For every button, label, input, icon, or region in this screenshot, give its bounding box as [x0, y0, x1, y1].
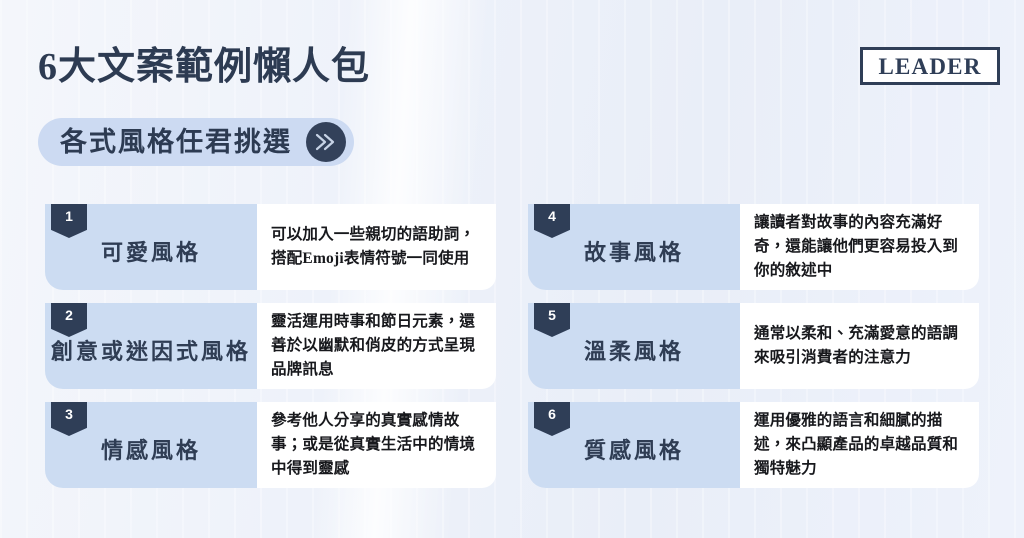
style-card: 1 可愛風格 可以加入一些親切的語助詞，搭配Emoji表情符號一同使用	[45, 204, 496, 290]
style-card-description: 可以加入一些親切的語助詞，搭配Emoji表情符號一同使用	[271, 226, 476, 267]
style-card-number-badge: 1	[51, 204, 87, 238]
style-card-title: 可愛風格	[100, 240, 201, 265]
style-card-title: 故事風格	[583, 240, 684, 265]
style-card-description-panel: 靈活運用時事和節日元素，還善於以幽默和俏皮的方式呈現品牌訊息	[257, 303, 496, 389]
style-card-description: 通常以柔和、充滿愛意的語調來吸引消費者的注意力	[754, 325, 959, 366]
brand-logo-text: LEADER	[878, 53, 982, 79]
style-card-label: 4 故事風格	[528, 204, 740, 290]
style-card-description-panel: 可以加入一些親切的語助詞，搭配Emoji表情符號一同使用	[257, 204, 496, 290]
style-card-title: 創意或迷因式風格	[50, 339, 251, 364]
style-card: 6 質感風格 運用優雅的語言和細膩的描述，來凸顯產品的卓越品質和獨特魅力	[528, 402, 979, 488]
brand-logo: LEADER	[860, 47, 1000, 85]
style-card-label: 5 溫柔風格	[528, 303, 740, 389]
style-card-number-badge: 2	[51, 303, 87, 337]
style-card-title: 質感風格	[583, 438, 684, 463]
page-title: 6大文案範例懶人包	[38, 46, 371, 88]
style-card-description: 讓讀者對故事的內容充滿好奇，還能讓他們更容易投入到你的敘述中	[754, 214, 959, 279]
style-card: 4 故事風格 讓讀者對故事的內容充滿好奇，還能讓他們更容易投入到你的敘述中	[528, 204, 979, 290]
style-card-description-panel: 通常以柔和、充滿愛意的語調來吸引消費者的注意力	[740, 303, 979, 389]
style-card-number-badge: 6	[534, 402, 570, 436]
style-card-description: 運用優雅的語言和細膩的描述，來凸顯產品的卓越品質和獨特魅力	[754, 412, 959, 477]
double-chevron-right-icon	[306, 122, 346, 162]
style-card: 2 創意或迷因式風格 靈活運用時事和節日元素，還善於以幽默和俏皮的方式呈現品牌訊…	[45, 303, 496, 389]
style-card-number-badge: 5	[534, 303, 570, 337]
style-card-number-badge: 4	[534, 204, 570, 238]
style-card-label: 1 可愛風格	[45, 204, 257, 290]
style-card-label: 6 質感風格	[528, 402, 740, 488]
style-card: 5 溫柔風格 通常以柔和、充滿愛意的語調來吸引消費者的注意力	[528, 303, 979, 389]
style-card-title: 溫柔風格	[583, 339, 684, 364]
subtitle-text: 各式風格任君挑選	[60, 126, 292, 157]
style-card-title: 情感風格	[100, 438, 201, 463]
style-card-description: 參考他人分享的真實感情故事；或是從真實生活中的情境中得到靈感	[271, 412, 476, 477]
style-card-label: 2 創意或迷因式風格	[45, 303, 257, 389]
style-card-description-panel: 運用優雅的語言和細膩的描述，來凸顯產品的卓越品質和獨特魅力	[740, 402, 979, 488]
style-card-description-panel: 參考他人分享的真實感情故事；或是從真實生活中的情境中得到靈感	[257, 402, 496, 488]
style-card-description: 靈活運用時事和節日元素，還善於以幽默和俏皮的方式呈現品牌訊息	[271, 313, 476, 378]
style-card: 3 情感風格 參考他人分享的真實感情故事；或是從真實生活中的情境中得到靈感	[45, 402, 496, 488]
style-card-number-badge: 3	[51, 402, 87, 436]
brand-logo-inner: LEADER	[863, 50, 997, 82]
style-card-description-panel: 讓讀者對故事的內容充滿好奇，還能讓他們更容易投入到你的敘述中	[740, 204, 979, 290]
subtitle-pill: 各式風格任君挑選	[38, 118, 354, 166]
style-card-label: 3 情感風格	[45, 402, 257, 488]
style-card-grid: 1 可愛風格 可以加入一些親切的語助詞，搭配Emoji表情符號一同使用 4 故事…	[45, 204, 979, 488]
